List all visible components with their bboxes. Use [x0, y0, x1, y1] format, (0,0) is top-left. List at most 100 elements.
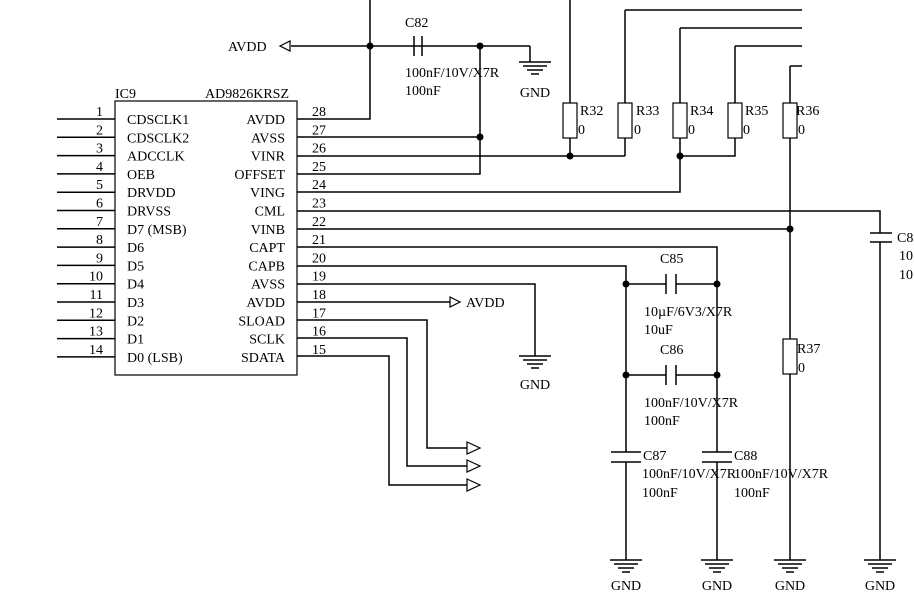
pin-number: 1 — [96, 105, 103, 120]
c88-value: 100nF — [734, 486, 770, 501]
ic-right-pins: 28AVDD27AVSS26VINR25OFFSET24VING23CML22V… — [234, 105, 326, 366]
gnd-symbol: GND — [701, 559, 733, 594]
pin-name: DRVDD — [127, 186, 176, 201]
pin-name: VINR — [251, 150, 286, 165]
pin-number: 24 — [312, 178, 326, 193]
pin-number: 9 — [96, 251, 103, 266]
resistor-r37: R37 0 — [782, 338, 820, 376]
gnd-symbol: GND — [519, 355, 551, 393]
c86-spec: 100nF/10V/X7R — [644, 396, 739, 411]
c88-spec: 100nF/10V/X7R — [734, 467, 829, 482]
pin19-pin18-nets: AVDD — [297, 283, 536, 356]
ic-pin-left: 14 D0 (LSB) — [57, 343, 183, 366]
pin-name: AVDD — [246, 113, 285, 128]
r34-ref: R34 — [690, 104, 713, 119]
c85-ref: C85 — [660, 252, 683, 267]
pin-number: 23 — [312, 197, 326, 212]
pin-name: SLOAD — [238, 314, 285, 329]
pin-name: D0 (LSB) — [127, 351, 183, 366]
pin-name: OEB — [127, 168, 155, 183]
gnd-bars — [774, 559, 806, 573]
pin-name: CAPT — [249, 241, 285, 256]
ground-symbols: GND GND GND GND GND GND — [519, 61, 896, 594]
junction-dot — [622, 371, 630, 379]
gnd-label: GND — [520, 378, 550, 393]
pin-name: CAPB — [248, 259, 285, 274]
gnd-bars — [610, 559, 642, 573]
c88-ref: C88 — [734, 449, 757, 464]
gnd-symbol: GND — [519, 61, 551, 101]
capacitor-c85: C85 10µF/6V3/X7R 10uF — [644, 252, 733, 338]
ic9-symbol: IC9 AD9826KRSZ 1CDSCLK12CDSCLK23ADCCLK4O… — [57, 87, 326, 376]
junction-dot — [713, 280, 721, 288]
avdd-top-net: AVDD — [228, 0, 531, 175]
ic-part-label: AD9826KRSZ — [205, 87, 289, 102]
pin-name: D2 — [127, 314, 144, 329]
pin-number: 14 — [89, 343, 103, 358]
sload-arrow — [466, 441, 482, 455]
c85-value: 10uF — [644, 323, 673, 338]
pin-number: 2 — [96, 123, 103, 138]
c82-spec: 100nF/10V/X7R — [405, 66, 500, 81]
c86-value: 100nF — [644, 414, 680, 429]
pin-number: 6 — [96, 197, 103, 212]
pin-number: 3 — [96, 142, 103, 157]
pin-name: SCLK — [249, 333, 285, 348]
pin-name: VING — [250, 186, 285, 201]
r33-value: 0 — [634, 123, 641, 138]
gnd-symbol: GND — [610, 559, 642, 594]
c89-ref-partial: C8 — [897, 231, 913, 246]
pin-name: AVSS — [251, 278, 285, 293]
resistor-r32: R32 0 — [562, 102, 603, 139]
pin-name: D5 — [127, 259, 144, 274]
c85-spec: 10µF/6V3/X7R — [644, 305, 733, 320]
gnd-label: GND — [702, 579, 732, 594]
pin-name: VINB — [251, 223, 285, 238]
avdd-top-arrow — [278, 40, 291, 52]
pin-name: SDATA — [241, 351, 286, 366]
gnd-label: GND — [775, 579, 805, 594]
resistor-r36: R36 0 — [782, 102, 819, 139]
avdd-top-label: AVDD — [228, 40, 267, 55]
ic-pin-left: 9D5 — [57, 251, 144, 274]
r36-ref: R36 — [796, 104, 819, 119]
pin-number: 19 — [312, 270, 326, 285]
pin-number: 28 — [312, 105, 326, 120]
input-resistor-network — [297, 0, 802, 193]
pin-number: 10 — [89, 270, 103, 285]
sclk-arrow — [466, 459, 482, 473]
ic-pin-left: 7D7 (MSB) — [57, 215, 187, 238]
capacitor-c87: C87 100nF/10V/X7R 100nF — [611, 449, 737, 501]
pin-number: 5 — [96, 178, 103, 193]
gnd-label: GND — [611, 579, 641, 594]
gnd-bars — [864, 559, 896, 573]
gnd-symbol: GND — [864, 559, 896, 594]
ic-body — [114, 100, 298, 376]
r32-value: 0 — [578, 123, 585, 138]
pin-number: 7 — [96, 215, 103, 230]
gnd-bars — [519, 61, 551, 75]
r32-ref: R32 — [580, 104, 603, 119]
pin-name: CDSCLK1 — [127, 113, 189, 128]
capacitor-c86: C86 100nF/10V/X7R 100nF — [644, 343, 739, 429]
pin-name: D3 — [127, 296, 144, 311]
avdd-pin18-arrow — [449, 296, 462, 308]
sdata-arrow — [466, 478, 482, 492]
c82-value: 100nF — [405, 84, 441, 99]
pin-number: 12 — [89, 306, 103, 321]
